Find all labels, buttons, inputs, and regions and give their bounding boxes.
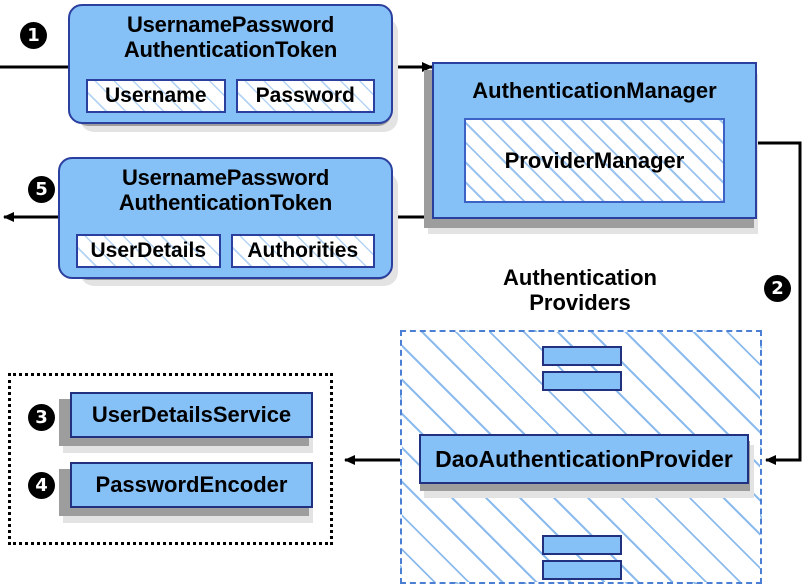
other-provider-bar-bottom-1[interactable] [542, 535, 622, 555]
field-userdetails[interactable]: UserDetails [76, 234, 221, 268]
authentication-manager-title: AuthenticationManager [472, 78, 717, 103]
authentication-providers-label-line1: Authentication [503, 265, 657, 290]
field-password[interactable]: Password [235, 79, 375, 113]
provider-manager-box[interactable]: ProviderManager [464, 118, 725, 203]
other-provider-bar-bottom-2[interactable] [542, 560, 622, 580]
badge-step-2: 2 [764, 275, 791, 302]
authentication-manager-box[interactable]: AuthenticationManager ProviderManager [432, 62, 757, 219]
badge-step-1: 1 [20, 22, 47, 49]
request-token-box[interactable]: UsernamePassword AuthenticationToken Use… [68, 4, 393, 124]
response-token-box[interactable]: UsernamePassword AuthenticationToken Use… [58, 157, 393, 279]
request-token-title-line1: UsernamePassword [126, 12, 335, 37]
badge-step-5: 5 [28, 176, 55, 203]
response-token-title-line1: UsernamePassword [121, 165, 330, 190]
passwordencoder-box[interactable]: PasswordEncoder [70, 462, 313, 508]
response-token-fields: UserDetails Authorities [76, 234, 375, 268]
field-authorities[interactable]: Authorities [230, 234, 375, 268]
userdetailsservice-box[interactable]: UserDetailsService [70, 392, 313, 438]
authentication-providers-label-line2: Providers [529, 290, 631, 316]
field-username[interactable]: Username [86, 79, 226, 113]
response-token-title-line2: AuthenticationToken [118, 189, 333, 215]
dependencies-group [8, 373, 333, 545]
response-token-title: UsernamePassword AuthenticationToken [60, 159, 391, 215]
dao-authentication-provider-box[interactable]: DaoAuthenticationProvider [419, 434, 749, 484]
request-token-fields: Username Password [86, 79, 375, 113]
authentication-providers-label: Authentication Providers [470, 265, 690, 315]
other-provider-bar-top-1[interactable] [542, 346, 622, 366]
badge-step-4: 4 [28, 472, 55, 499]
request-token-title-line2: AuthenticationToken [123, 36, 338, 62]
badge-step-3: 3 [28, 404, 55, 431]
other-provider-bar-top-2[interactable] [542, 371, 622, 391]
request-token-title: UsernamePassword AuthenticationToken [70, 6, 391, 62]
